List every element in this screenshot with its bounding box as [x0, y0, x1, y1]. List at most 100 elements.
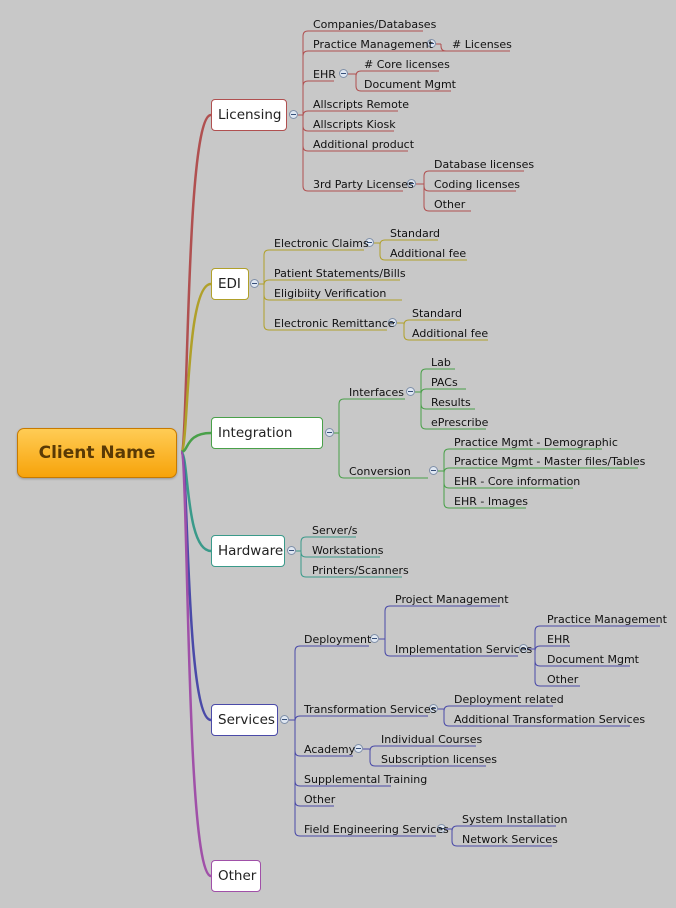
node-field-engineering[interactable]: Field Engineering Services	[304, 823, 449, 836]
licensing-child-3	[302, 110, 398, 117]
node-results[interactable]: Results	[431, 396, 471, 409]
node-impl-document-mgmt[interactable]: Document Mgmt	[547, 653, 639, 666]
collapse-implementation-icon[interactable]	[519, 644, 528, 653]
node-practice-management[interactable]: Practice Management	[313, 38, 433, 51]
integration-child-1	[338, 433, 428, 479]
collapse-conversion-icon[interactable]	[429, 466, 438, 475]
branch-licensing[interactable]: Licensing	[211, 99, 287, 131]
node-deployment-related[interactable]: Deployment related	[454, 693, 564, 706]
node-pm-demographic[interactable]: Practice Mgmt - Demographic	[454, 436, 618, 449]
node-printers-scanners[interactable]: Printers/Scanners	[312, 564, 409, 577]
licensing-child-6	[302, 115, 403, 192]
collapse-edi-icon[interactable]	[250, 279, 259, 288]
branch-edi[interactable]: EDI	[211, 268, 249, 300]
collapse-transformation-icon[interactable]	[429, 704, 438, 713]
node-companies-databases[interactable]: Companies/Databases	[313, 18, 437, 31]
third-party-child-0	[423, 170, 524, 184]
collapse-deployment-icon[interactable]	[370, 634, 379, 643]
node-deployment[interactable]: Deployment	[304, 633, 372, 646]
branch-services[interactable]: Services	[211, 704, 278, 736]
node-transformation-services[interactable]: Transformation Services	[304, 703, 437, 716]
implementation-child-0	[534, 625, 660, 649]
node-licensing-other[interactable]: Other	[434, 198, 466, 211]
node-subscription-licenses[interactable]: Subscription licenses	[381, 753, 497, 766]
branch-connector-0	[179, 113, 212, 454]
node-electronic-remittance[interactable]: Electronic Remittance	[274, 317, 395, 330]
branch-integration[interactable]: Integration	[211, 417, 323, 449]
services-child-5	[294, 720, 436, 837]
ehr-child-1	[355, 74, 451, 92]
practice-mgmt-child-0	[440, 44, 510, 52]
node-impl-other[interactable]: Other	[547, 673, 579, 686]
collapse-remittance-icon[interactable]	[388, 318, 397, 327]
node-eprescribe[interactable]: ePrescribe	[431, 416, 489, 429]
collapse-claims-icon[interactable]	[365, 238, 374, 247]
node-additional-transformation[interactable]: Additional Transformation Services	[454, 713, 646, 726]
node-network-services[interactable]: Network Services	[462, 833, 558, 846]
node-electronic-claims[interactable]: Electronic Claims	[274, 237, 369, 250]
node-supplemental-training[interactable]: Supplemental Training	[304, 773, 428, 786]
node-individual-courses[interactable]: Individual Courses	[381, 733, 483, 746]
edi-child-1	[263, 279, 400, 286]
node-ehr-images[interactable]: EHR - Images	[454, 495, 529, 508]
implementation-child-3	[534, 649, 580, 687]
node-conversion[interactable]: Conversion	[349, 465, 411, 478]
services-child-1	[294, 715, 428, 722]
conversion-child-1	[443, 467, 638, 474]
collapse-licensing-icon[interactable]	[289, 110, 298, 119]
licensing-child-0	[302, 30, 423, 115]
licensing-child-1	[302, 50, 508, 115]
node-allscripts-remote[interactable]: Allscripts Remote	[313, 98, 409, 111]
interfaces-child-0	[420, 368, 455, 392]
node-document-mgmt[interactable]: Document Mgmt	[364, 78, 456, 91]
node-eligibility-verification[interactable]: Eligibiity Verification	[274, 287, 387, 300]
root-node-client-name[interactable]: Client Name	[17, 428, 177, 478]
node-interfaces[interactable]: Interfaces	[349, 386, 404, 399]
licensing-child-2	[302, 80, 334, 115]
integration-child-0	[338, 398, 405, 433]
node-pm-master-files[interactable]: Practice Mgmt - Master files/Tables	[454, 455, 646, 468]
node-services-other[interactable]: Other	[304, 793, 336, 806]
node-servers[interactable]: Server/s	[312, 524, 358, 537]
node-additional-product[interactable]: Additional product	[313, 138, 415, 151]
node-licenses[interactable]: # Licenses	[452, 38, 512, 51]
node-allscripts-kiosk[interactable]: Allscripts Kiosk	[313, 118, 396, 131]
collapse-ehr-icon[interactable]	[339, 69, 348, 78]
node-ehr[interactable]: EHR	[313, 68, 336, 81]
node-ehr-core-information[interactable]: EHR - Core information	[454, 475, 581, 488]
node-core-licenses[interactable]: # Core licenses	[364, 58, 450, 71]
node-lab[interactable]: Lab	[431, 356, 451, 369]
branch-other[interactable]: Other	[211, 860, 261, 892]
conversion-child-0	[443, 448, 602, 471]
collapse-academy-icon[interactable]	[354, 744, 363, 753]
node-impl-practice-management[interactable]: Practice Management	[547, 613, 667, 626]
branch-hardware[interactable]: Hardware	[211, 535, 285, 567]
node-implementation-services[interactable]: Implementation Services	[395, 643, 533, 656]
collapse-integration-icon[interactable]	[325, 428, 334, 437]
collapse-field-engineering-icon[interactable]	[437, 824, 446, 833]
node-system-installation[interactable]: System Installation	[462, 813, 568, 826]
node-project-management[interactable]: Project Management	[395, 593, 509, 606]
node-pacs[interactable]: PACs	[431, 376, 458, 389]
interfaces-child-3	[420, 392, 486, 430]
node-remit-standard[interactable]: Standard	[412, 307, 463, 320]
collapse-services-icon[interactable]	[280, 715, 289, 724]
node-remit-additional-fee[interactable]: Additional fee	[412, 327, 489, 340]
node-database-licenses[interactable]: Database licenses	[434, 158, 535, 171]
node-impl-ehr[interactable]: EHR	[547, 633, 570, 646]
deployment-child-0	[384, 605, 500, 639]
claims-child-1	[379, 243, 467, 261]
implementation-child-1	[534, 645, 570, 652]
node-third-party-licenses[interactable]: 3rd Party Licenses	[313, 178, 414, 191]
collapse-third-party-icon[interactable]	[407, 179, 416, 188]
node-academy[interactable]: Academy	[304, 743, 356, 756]
node-coding-licenses[interactable]: Coding licenses	[434, 178, 521, 191]
collapse-interfaces-icon[interactable]	[406, 387, 415, 396]
node-claims-standard[interactable]: Standard	[390, 227, 441, 240]
node-claims-additional-fee[interactable]: Additional fee	[390, 247, 467, 260]
node-workstations[interactable]: Workstations	[312, 544, 384, 557]
node-patient-statements[interactable]: Patient Statements/Bills	[274, 267, 406, 280]
collapse-practice-mgmt-icon[interactable]	[427, 39, 436, 48]
collapse-hardware-icon[interactable]	[287, 546, 296, 555]
